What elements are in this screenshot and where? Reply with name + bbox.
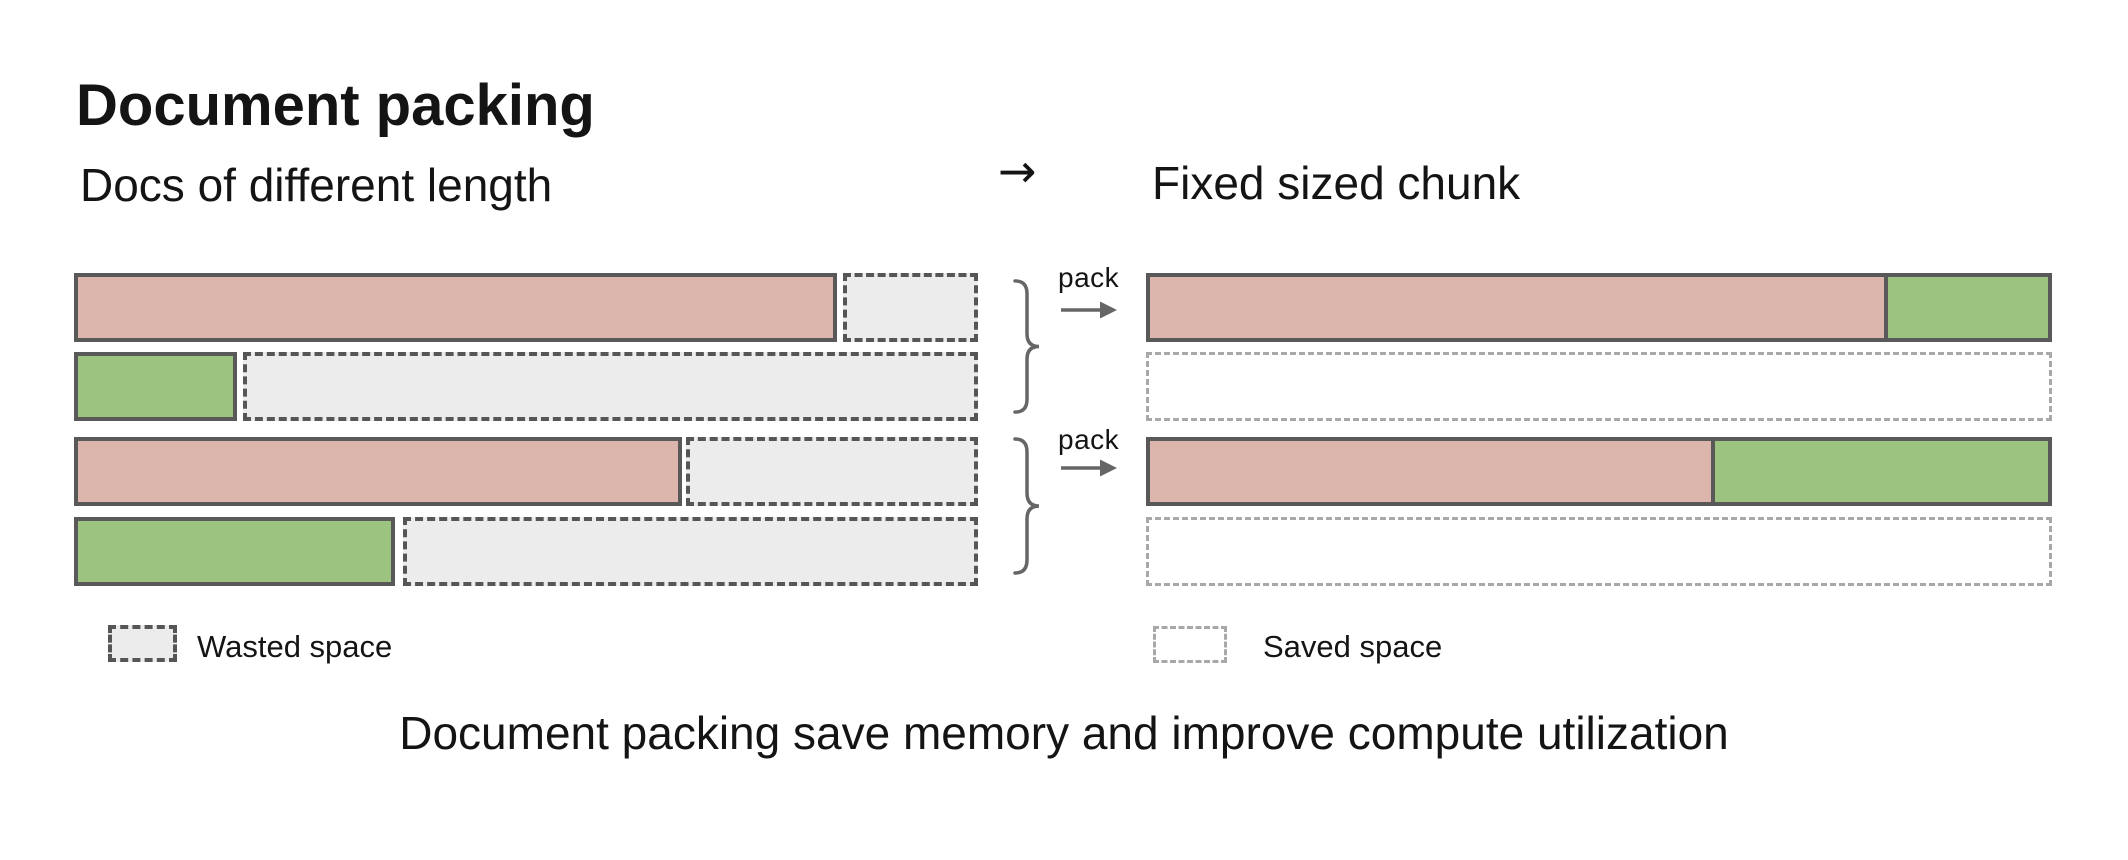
wasted-space-box [243,352,978,421]
doc-row [74,517,978,586]
doc-bar-pink [74,273,837,342]
left-heading: Docs of different length [80,159,553,211]
caption: Document packing save memory and improve… [399,707,1729,759]
chunk-segment-green [1714,441,2048,502]
wasted-space-box [686,437,978,506]
right-heading: Fixed sized chunk [1152,157,1521,209]
docs-panel [74,273,978,589]
chunk-segment-green [1888,277,2048,338]
legend-label-saved: Saved space [1263,629,1443,664]
wasted-space-swatch [108,625,177,662]
packed-chunk-row [1146,437,2052,506]
saved-space-box [1146,352,2052,421]
doc-bar-green [74,517,395,586]
chunk-segment-pink [1150,277,1889,338]
saved-space-box [1146,517,2052,586]
brace-icon [1012,436,1042,576]
packed-chunk-row [1146,273,2052,342]
saved-space-swatch [1153,626,1227,663]
pack-label: pack [1058,424,1120,455]
wasted-space-box [843,273,978,342]
pack-label: pack [1058,262,1120,293]
wasted-space-box [403,517,978,586]
doc-bar-pink [74,437,683,506]
doc-row [74,352,978,421]
chunk-segment-pink [1150,441,1715,502]
brace-icon [1012,278,1042,415]
arrow-right-icon: → [998,144,1037,198]
legend-label-wasted: Wasted space [197,629,393,664]
pack-arrow-icon [1060,457,1118,484]
doc-row [74,273,978,342]
page-title: Document packing [76,73,595,138]
pack-arrow-icon [1060,299,1118,326]
chunks-panel [1146,273,2052,589]
doc-row [74,437,978,506]
doc-bar-green [74,352,237,421]
